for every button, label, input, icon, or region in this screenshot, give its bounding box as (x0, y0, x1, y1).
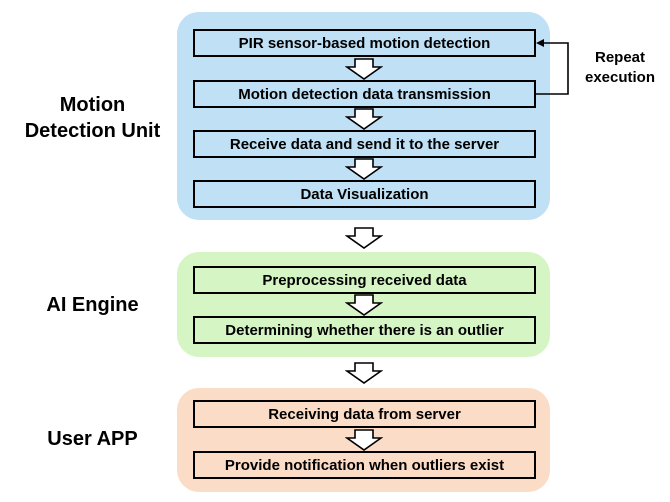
step-motion-data-transmission: Motion detection data transmission (193, 80, 536, 108)
down-arrow-icon (345, 58, 383, 80)
down-arrow-icon (345, 108, 383, 130)
step-preprocessing: Preprocessing received data (193, 266, 536, 294)
step-pir-motion-detection: PIR sensor-based motion detection (193, 29, 536, 57)
down-arrow-icon (345, 362, 383, 384)
user-app-label: User APP (47, 428, 138, 450)
step-provide-notification: Provide notification when outliers exist (193, 451, 536, 479)
down-arrow-icon (345, 227, 383, 249)
step-outlier-determination: Determining whether there is an outlier (193, 316, 536, 344)
motion-detection-unit-label: Motion Detection Unit (24, 94, 161, 142)
repeat-execution-note: Repeat execution (584, 49, 656, 86)
down-arrow-icon (345, 294, 383, 316)
step-receive-send-server: Receive data and send it to the server (193, 130, 536, 158)
step-receiving-data: Receiving data from server (193, 400, 536, 428)
down-arrow-icon (345, 429, 383, 451)
down-arrow-icon (345, 158, 383, 180)
step-data-visualization: Data Visualization (193, 180, 536, 208)
ai-engine-label: AI Engine (46, 294, 139, 316)
